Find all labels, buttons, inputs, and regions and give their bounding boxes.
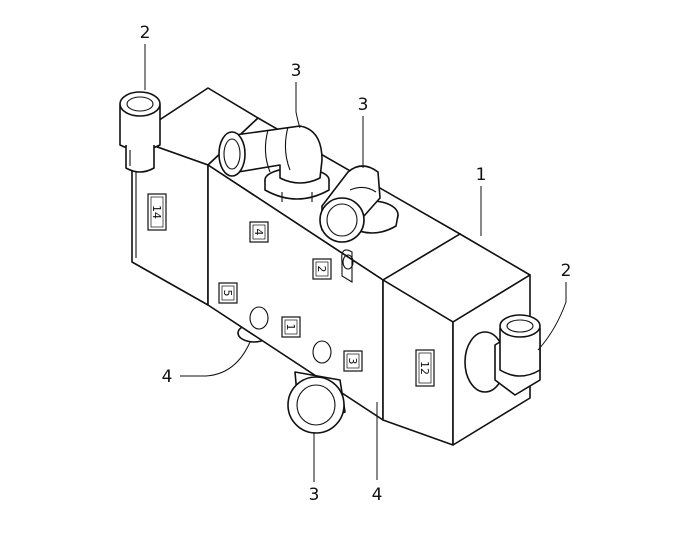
callout-bottom-fitting: 3 <box>309 485 320 505</box>
elbow-fitting-port-4 <box>218 125 323 184</box>
port-marking-5: 5 <box>218 282 238 304</box>
port-marking-14: 14 <box>147 193 167 231</box>
callout-pilot-right: 2 <box>561 261 572 281</box>
elbow-fitting-port-2 <box>319 165 381 243</box>
port-marking-3: 3 <box>343 350 363 372</box>
callout-bottom-left: 4 <box>162 367 173 387</box>
pilot-fitting-left <box>119 91 161 173</box>
body-slot <box>341 249 354 283</box>
port-marking-2: 2 <box>312 258 332 280</box>
svg-text:2: 2 <box>315 266 328 273</box>
callout-elbow-port-2: 3 <box>358 95 369 115</box>
svg-text:5: 5 <box>221 290 234 297</box>
mounting-hole-right <box>312 340 332 364</box>
svg-text:14: 14 <box>150 205 163 219</box>
port-marking-4: 4 <box>249 221 269 243</box>
bottom-fitting-port-3 <box>287 371 346 434</box>
callout-pilot-left: 2 <box>140 23 151 43</box>
leader-lines <box>144 44 567 482</box>
port-marking-12: 12 <box>415 349 435 387</box>
svg-text:4: 4 <box>252 229 265 236</box>
callout-elbow-port-4: 3 <box>291 61 302 81</box>
svg-text:3: 3 <box>346 358 359 365</box>
pilot-fitting-right <box>464 314 541 396</box>
svg-text:12: 12 <box>418 361 431 375</box>
callout-valve-body: 1 <box>476 165 487 185</box>
svg-text:1: 1 <box>284 324 297 331</box>
mounting-hole-left <box>249 306 269 330</box>
callout-bottom-right: 4 <box>372 485 383 505</box>
port-marking-1: 1 <box>281 316 301 338</box>
